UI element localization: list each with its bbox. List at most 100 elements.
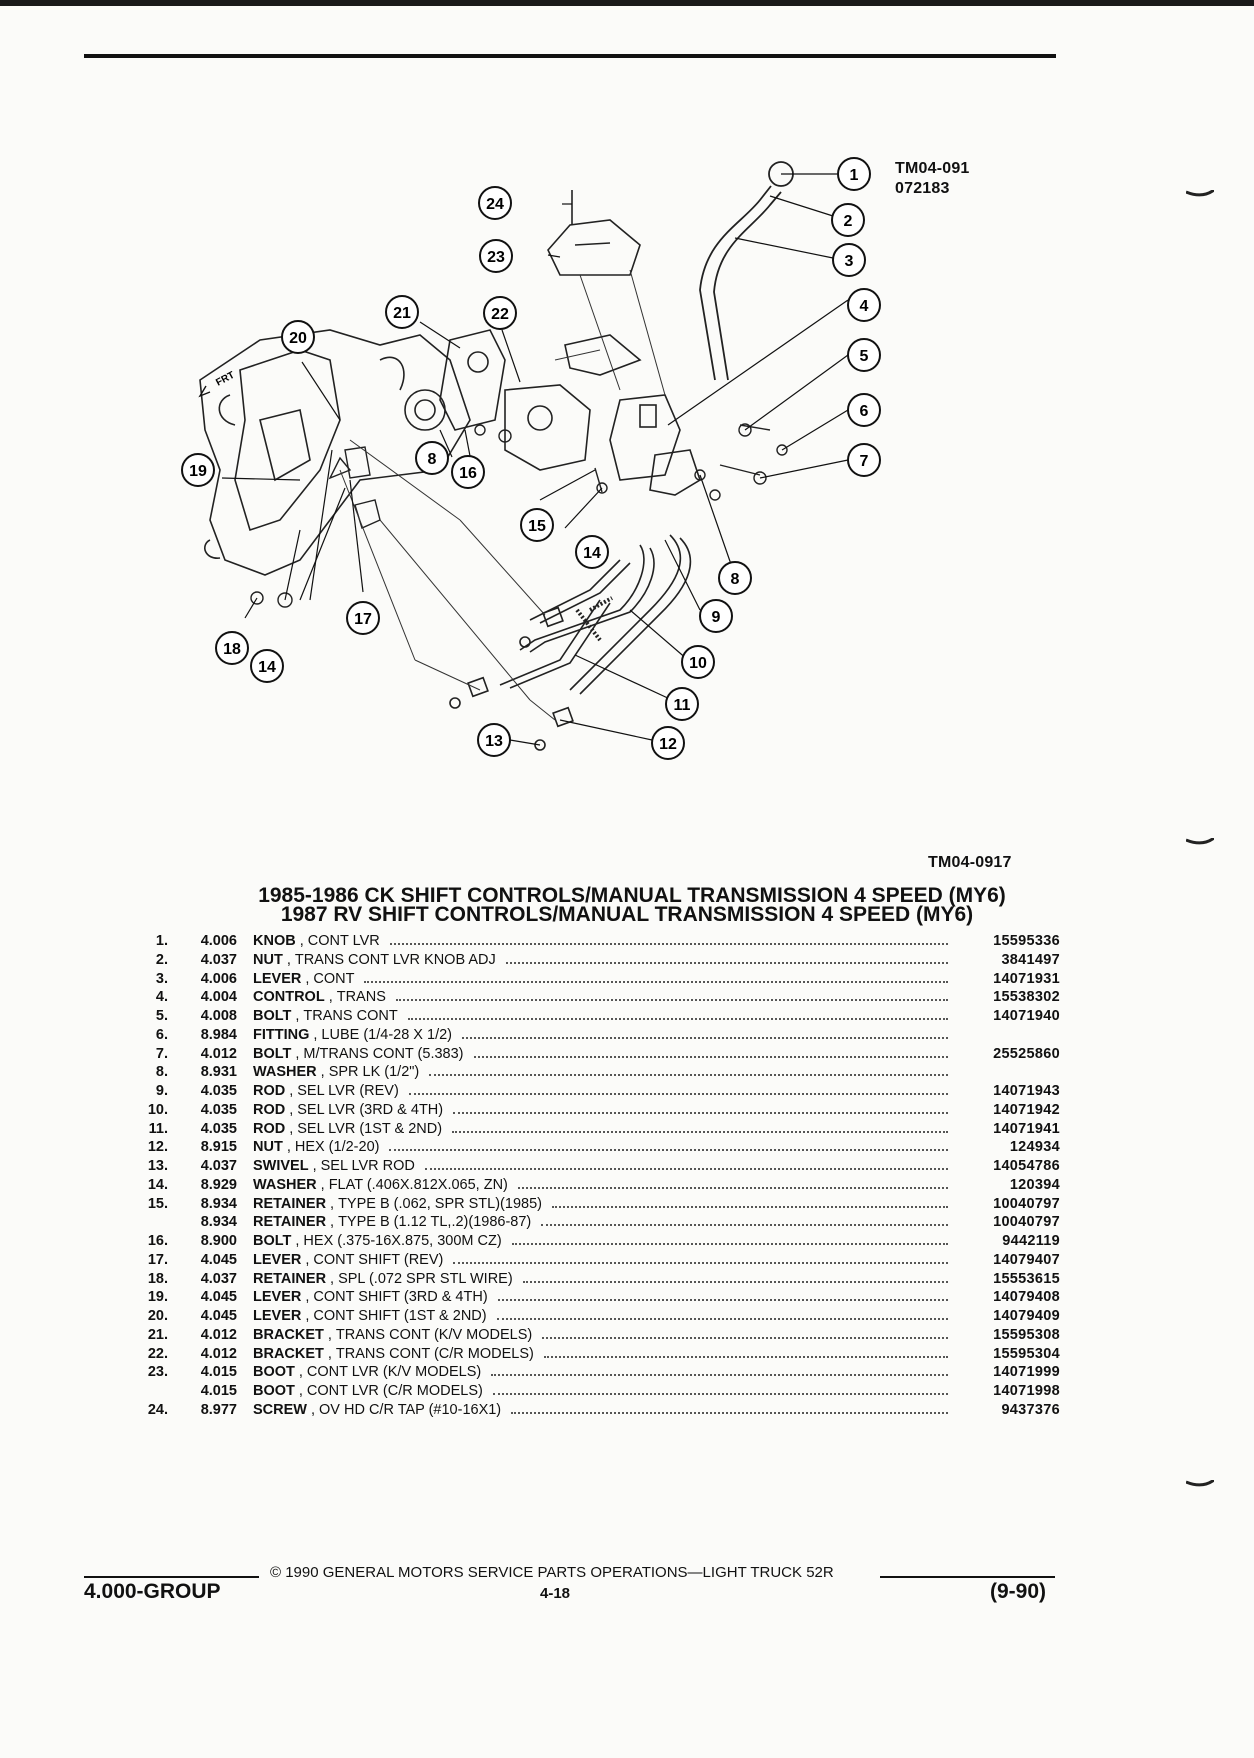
dot-leader: [453, 1261, 948, 1264]
part-qualifier: M/TRANS CONT (5.383): [303, 1045, 464, 1062]
group-code: 8.934: [200, 1195, 237, 1212]
item-number: 22.: [147, 1345, 168, 1362]
part-qualifier: TYPE B (.062, SPR STL)(1985): [338, 1195, 542, 1212]
item-number: 18.: [147, 1270, 168, 1287]
dot-leader: [497, 1299, 948, 1302]
svg-text:14: 14: [258, 659, 276, 676]
comma-separator: ,: [289, 1120, 294, 1137]
part-name: BOLT: [253, 1233, 292, 1249]
comma-separator: ,: [327, 1345, 332, 1362]
item-number: 15.: [147, 1195, 168, 1212]
group-code: 4.008: [200, 1008, 237, 1024]
footer-date: (9-90): [990, 1580, 1047, 1603]
svg-text:13: 13: [485, 733, 503, 750]
control-assembly: [609, 394, 701, 496]
callout-14b: 14: [250, 649, 284, 683]
part-description: WASHER,FLAT (.406X.812X.065, ZN): [253, 1176, 964, 1194]
dot-leader: [389, 943, 948, 945]
item-number: 1.: [155, 933, 168, 949]
part-name: FITTING: [253, 1026, 310, 1043]
part-name: ROD: [253, 1120, 286, 1137]
part-number: 14054786: [993, 1158, 1060, 1174]
footer-copyright: © 1990 GENERAL MOTORS SERVICE PARTS OPER…: [270, 1564, 834, 1581]
comma-separator: ,: [305, 970, 310, 987]
callout-20: 20: [281, 320, 315, 354]
part-number: 3841497: [1001, 951, 1060, 968]
part-number: 120394: [1009, 1176, 1060, 1193]
part-description: BOLT,HEX (.375-16X.875, 300M CZ): [253, 1232, 964, 1250]
page-title-line-2: 1987 RV SHIFT CONTROLS/MANUAL TRANSMISSI…: [280, 903, 974, 926]
part-qualifier: OV HD C/R TAP (#10-16X1): [319, 1401, 502, 1418]
comma-separator: ,: [295, 1233, 300, 1249]
part-qualifier: SEL LVR ROD: [320, 1158, 415, 1174]
part-name: NUT: [253, 1139, 283, 1156]
group-code: 8.984: [200, 1026, 237, 1043]
item-number: 2.: [155, 951, 168, 968]
dot-leader: [473, 1055, 948, 1058]
svg-text:10: 10: [689, 655, 707, 672]
part-name: LEVER: [253, 1251, 302, 1268]
group-code: 4.037: [200, 1158, 237, 1174]
part-description: BRACKET,TRANS CONT (K/V MODELS): [253, 1326, 964, 1344]
item-number: 13.: [147, 1158, 168, 1174]
svg-text:8: 8: [731, 571, 740, 588]
part-qualifier: TRANS CONT (C/R MODELS): [335, 1345, 534, 1362]
part-number: 14071942: [993, 1101, 1060, 1118]
callout-leaders: [221, 173, 849, 746]
linkage-lines: [339, 269, 666, 721]
part-number: 10040797: [993, 1195, 1060, 1212]
group-code: 4.045: [200, 1289, 237, 1306]
part-description: SCREW,OV HD C/R TAP (#10-16X1): [253, 1401, 964, 1419]
svg-text:5: 5: [860, 348, 869, 365]
item-number: 24.: [147, 1401, 168, 1418]
brackets: [439, 329, 591, 471]
part-description: BRACKET,TRANS CONT (C/R MODELS): [253, 1345, 964, 1363]
part-name: RETAINER: [253, 1195, 327, 1212]
group-code: 4.037: [200, 951, 237, 968]
part-qualifier: TRANS CONT (K/V MODELS): [335, 1326, 533, 1343]
svg-text:24: 24: [486, 196, 504, 213]
item-number: 17.: [147, 1251, 168, 1268]
exploded-parts-diagram: FRT: [181, 157, 881, 760]
group-code: 4.012: [200, 1345, 237, 1362]
svg-text:3: 3: [845, 253, 854, 270]
part-name: KNOB: [253, 933, 296, 949]
figure-date-code: 072183: [895, 180, 950, 197]
part-name: LEVER: [253, 1308, 302, 1324]
svg-text:12: 12: [659, 736, 677, 753]
group-code: 8.900: [200, 1233, 237, 1249]
item-number: 21.: [147, 1326, 168, 1343]
part-description: LEVER,CONT SHIFT (REV): [253, 1251, 964, 1269]
callout-21: 21: [385, 295, 419, 329]
svg-text:19: 19: [189, 463, 207, 480]
part-number: 15595308: [993, 1326, 1060, 1343]
part-name: BOLT: [253, 1045, 292, 1062]
callout-7: 7: [847, 443, 881, 477]
svg-text:8: 8: [428, 451, 437, 468]
part-name: SCREW: [253, 1401, 307, 1418]
item-number: 11.: [148, 1120, 168, 1137]
comma-separator: ,: [289, 1083, 294, 1099]
part-number: 14071998: [993, 1383, 1060, 1399]
part-description: CONTROL,TRANS: [253, 988, 964, 1006]
part-number: 14079409: [993, 1308, 1060, 1324]
group-code: 4.015: [200, 1364, 237, 1381]
callout-14a: 14: [575, 535, 609, 569]
front-arrow-label: FRT: [214, 370, 236, 389]
item-number: 20.: [147, 1308, 168, 1324]
footer-rule-right: [880, 1576, 1055, 1578]
group-code: 4.015: [200, 1383, 237, 1399]
part-number: 14079408: [993, 1289, 1060, 1306]
svg-text:9: 9: [712, 609, 721, 626]
